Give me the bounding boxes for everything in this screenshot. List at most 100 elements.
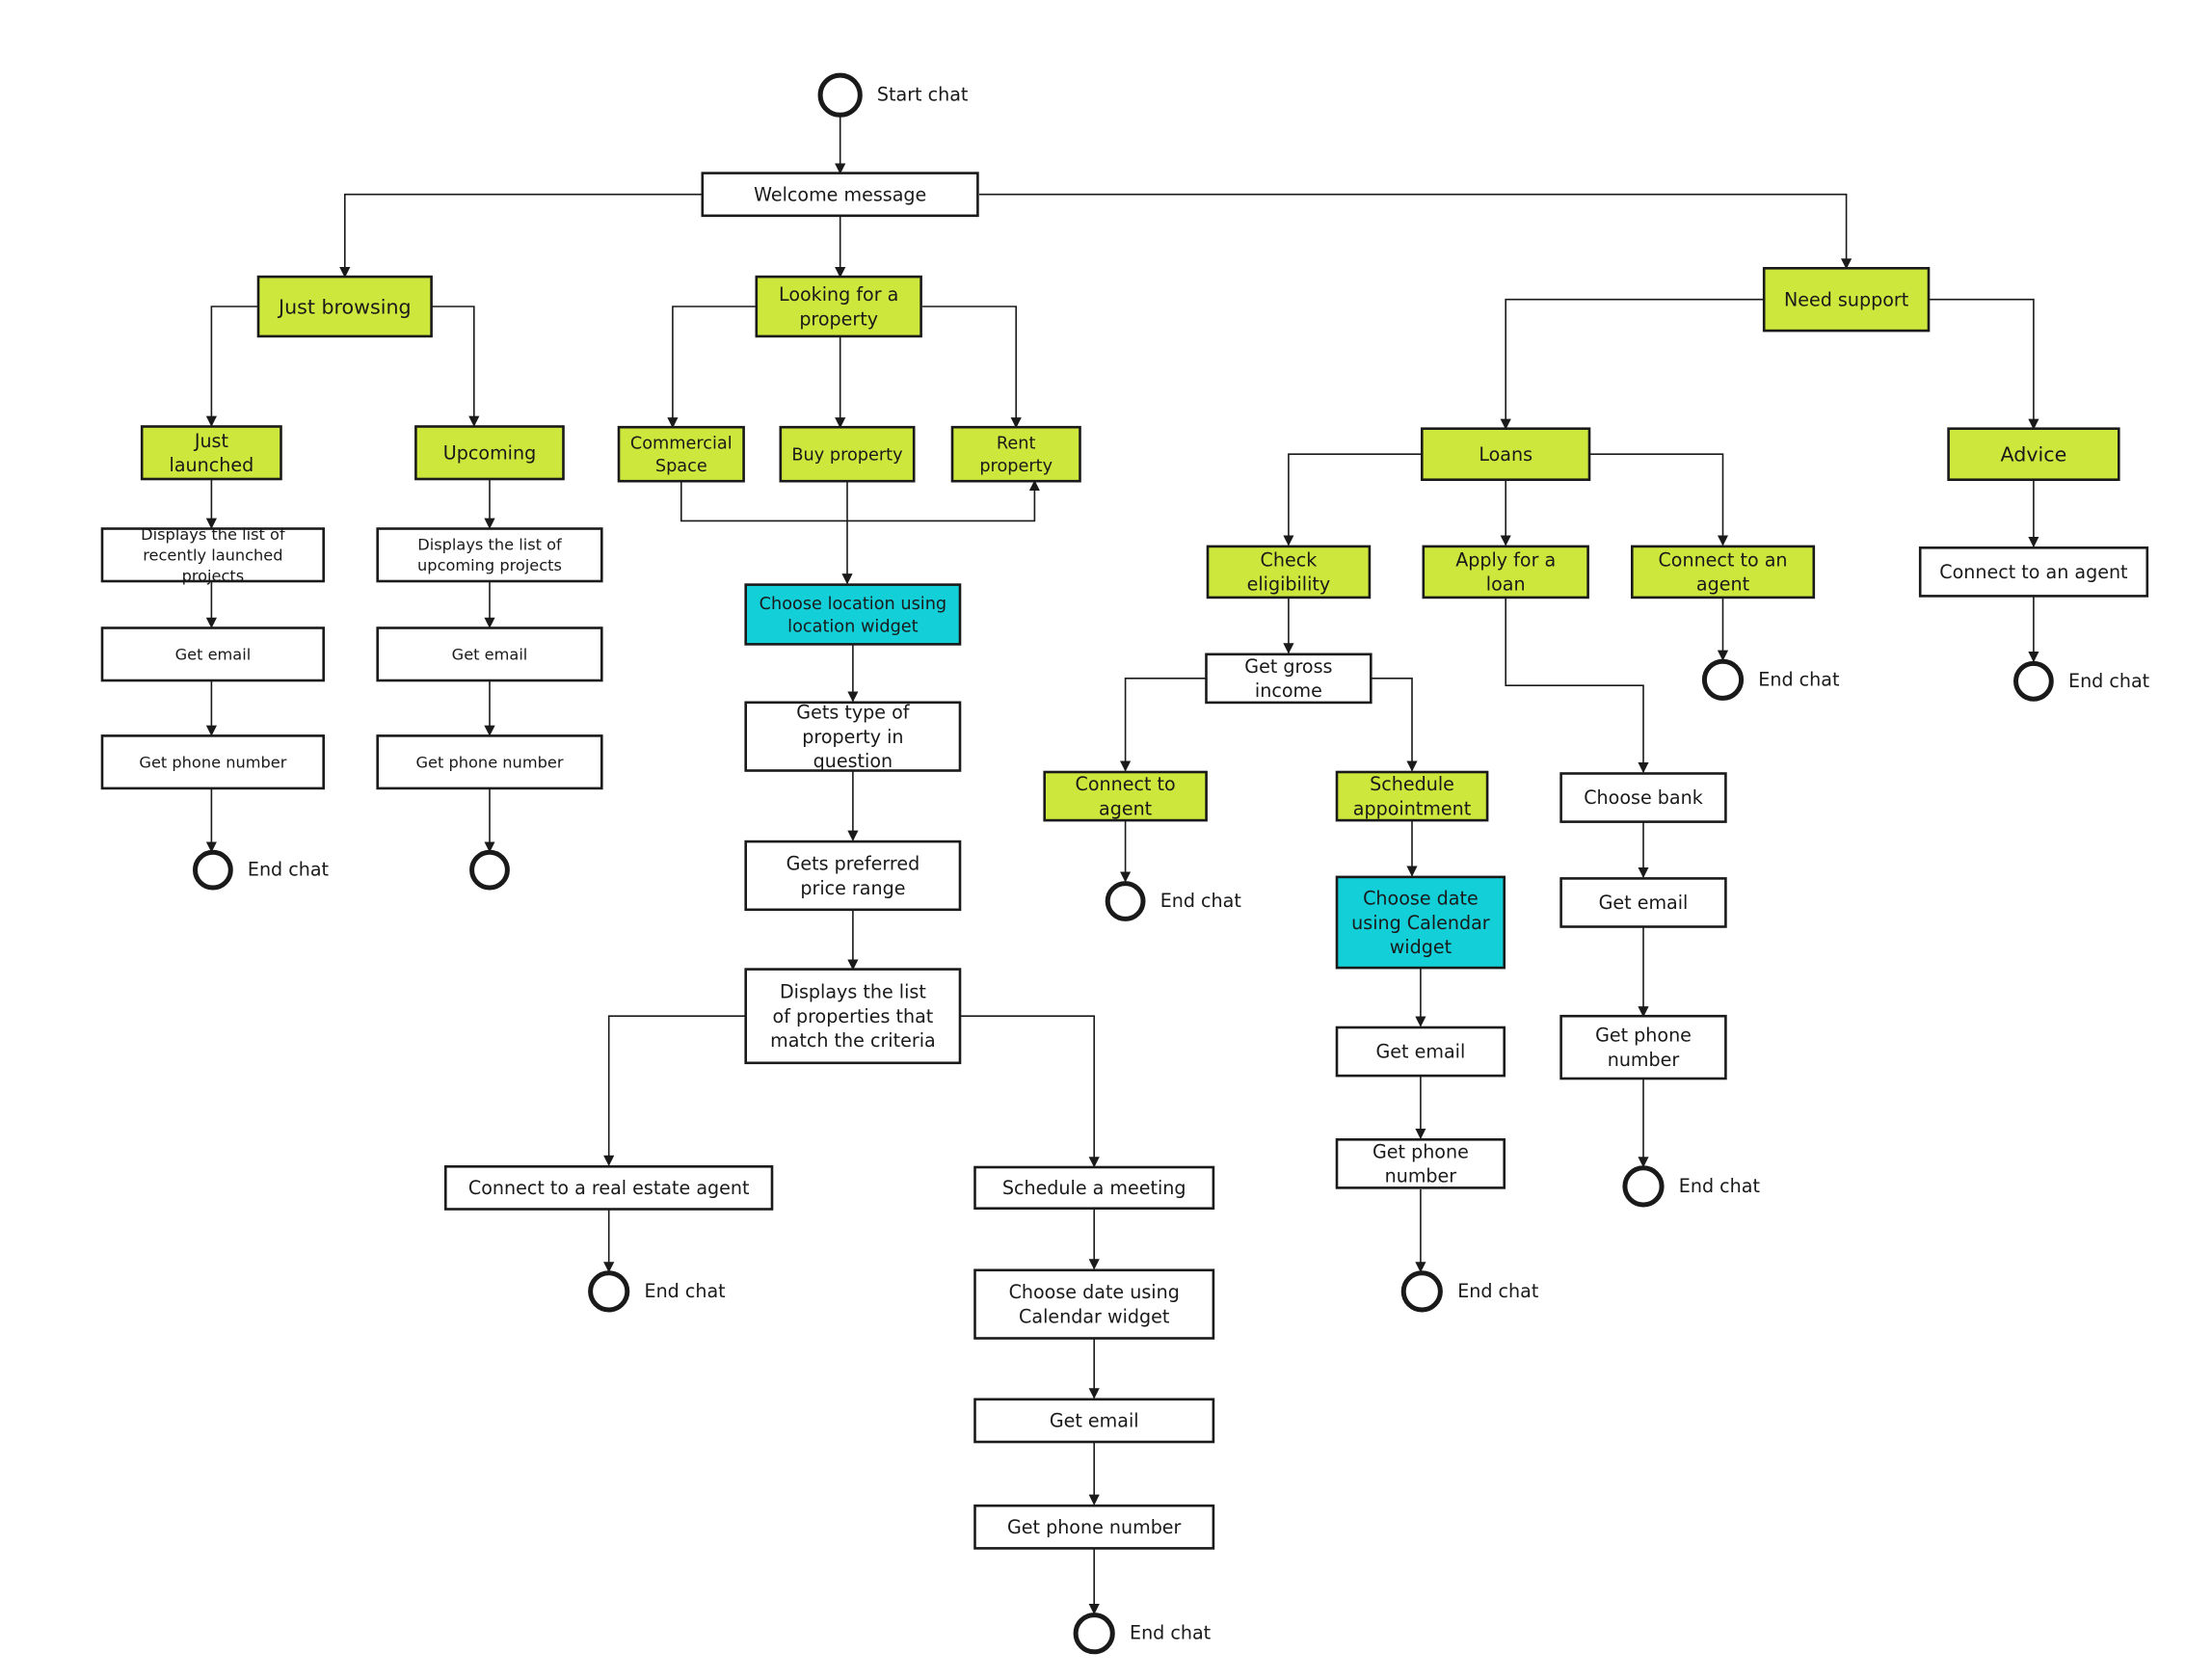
node-box: [1422, 545, 1589, 600]
flow-node: Just browsing: [256, 275, 433, 338]
node-box: [950, 425, 1081, 483]
node-label: Displays the list of upcoming projects: [417, 536, 562, 574]
terminal-circle: [1400, 1270, 1443, 1313]
node-label: Get email: [1599, 892, 1689, 914]
node-label: Get email: [1376, 1041, 1466, 1063]
node-label: Need support: [1784, 288, 1909, 310]
node-label-line: Calendar widget: [1019, 1306, 1170, 1328]
node-label-line: Choose bank: [1584, 786, 1703, 809]
node-label: Connect to a real estate agent: [468, 1177, 750, 1199]
node-box: [973, 1504, 1215, 1550]
node-label-line: Get gross: [1244, 655, 1332, 678]
node-label: Buy property: [791, 445, 902, 465]
node-box: [376, 734, 603, 790]
node-label-line: Loans: [1479, 443, 1532, 466]
terminal-circle: [1701, 658, 1745, 701]
terminal-node: End chat: [1622, 1165, 1761, 1208]
node-label-line: match the criteria: [770, 1029, 936, 1052]
node-label-line: Get phone number: [1007, 1516, 1182, 1538]
connector-arrow: [1371, 677, 1418, 772]
connector-arrow: [339, 193, 703, 279]
terminal-label: End chat: [1457, 1280, 1539, 1302]
connector-arrow: [431, 306, 480, 427]
node-box: [744, 840, 962, 912]
terminal-label: End chat: [1130, 1622, 1212, 1644]
terminal-node: End chat: [588, 1270, 726, 1313]
node-label: Get email: [175, 645, 252, 663]
node-label-line: loan: [1486, 573, 1526, 596]
terminal-circle: [1073, 1612, 1115, 1655]
flow-node: Loans: [1421, 427, 1591, 482]
node-label-line: Connect to an: [1658, 548, 1787, 571]
node-label-line: Schedule a meeting: [1002, 1177, 1186, 1199]
node-label-line: Choose location using: [760, 595, 947, 614]
terminal-circle: [2013, 660, 2054, 702]
node-label-line: agent: [1099, 797, 1153, 819]
node-box: [376, 626, 603, 682]
node-label-line: Get phone: [1373, 1140, 1469, 1162]
node-label-line: Displays the list of: [417, 536, 562, 554]
connector-arrow: [922, 306, 1022, 429]
node-box: [140, 425, 282, 481]
terminal-label: End chat: [1679, 1175, 1761, 1197]
terminal-circle: [588, 1270, 630, 1313]
flow-node: Connect to a real estate agent: [443, 1165, 774, 1211]
node-box: [1559, 772, 1727, 823]
node-label-line: Space: [655, 457, 707, 476]
flow-node: Get email: [1335, 1026, 1506, 1078]
flow-node: Get email: [1559, 877, 1727, 928]
node-box: [414, 425, 565, 481]
node-box: [1631, 545, 1816, 600]
flow-node: Buy property: [779, 425, 916, 483]
node-box: [1421, 427, 1591, 482]
terminal-label: End chat: [1758, 668, 1840, 690]
node-label-line: Connect to a real estate agent: [468, 1177, 750, 1199]
node-label: Just browsing: [277, 295, 412, 318]
node-label: Upcoming: [443, 441, 536, 464]
flow-node: Choose bank: [1559, 772, 1727, 823]
node-label-line: using Calendar: [1351, 912, 1490, 934]
node-label-line: upcoming projects: [417, 556, 562, 574]
flow-node: Get phone number: [100, 734, 325, 790]
connector-arrow: [979, 193, 1852, 270]
node-label: Get phone number: [139, 753, 286, 771]
node-label: Loans: [1479, 443, 1532, 466]
terminal-node: End chat: [2013, 660, 2150, 702]
connector-arrow: [205, 306, 258, 427]
flow-node: Upcoming: [414, 425, 565, 481]
node-label-line: location widget: [787, 617, 919, 636]
node-box: [1205, 653, 1373, 705]
node-box: [973, 1398, 1215, 1444]
flow-node: Get email: [376, 626, 603, 682]
node-label-line: number: [1608, 1049, 1680, 1071]
node-label: Choose bank: [1584, 786, 1703, 809]
node-label: Welcome message: [754, 183, 926, 205]
node-label-line: Just: [194, 430, 229, 452]
node-label: Connect to an agent: [1939, 561, 2128, 583]
connector-arrow: [1589, 453, 1729, 546]
node-box: [100, 734, 325, 790]
connector-arrow: [960, 1015, 1100, 1168]
node-label-line: Rent: [997, 435, 1036, 454]
node-label-line: Connect to: [1076, 773, 1176, 795]
terminal-circle: [193, 849, 233, 891]
